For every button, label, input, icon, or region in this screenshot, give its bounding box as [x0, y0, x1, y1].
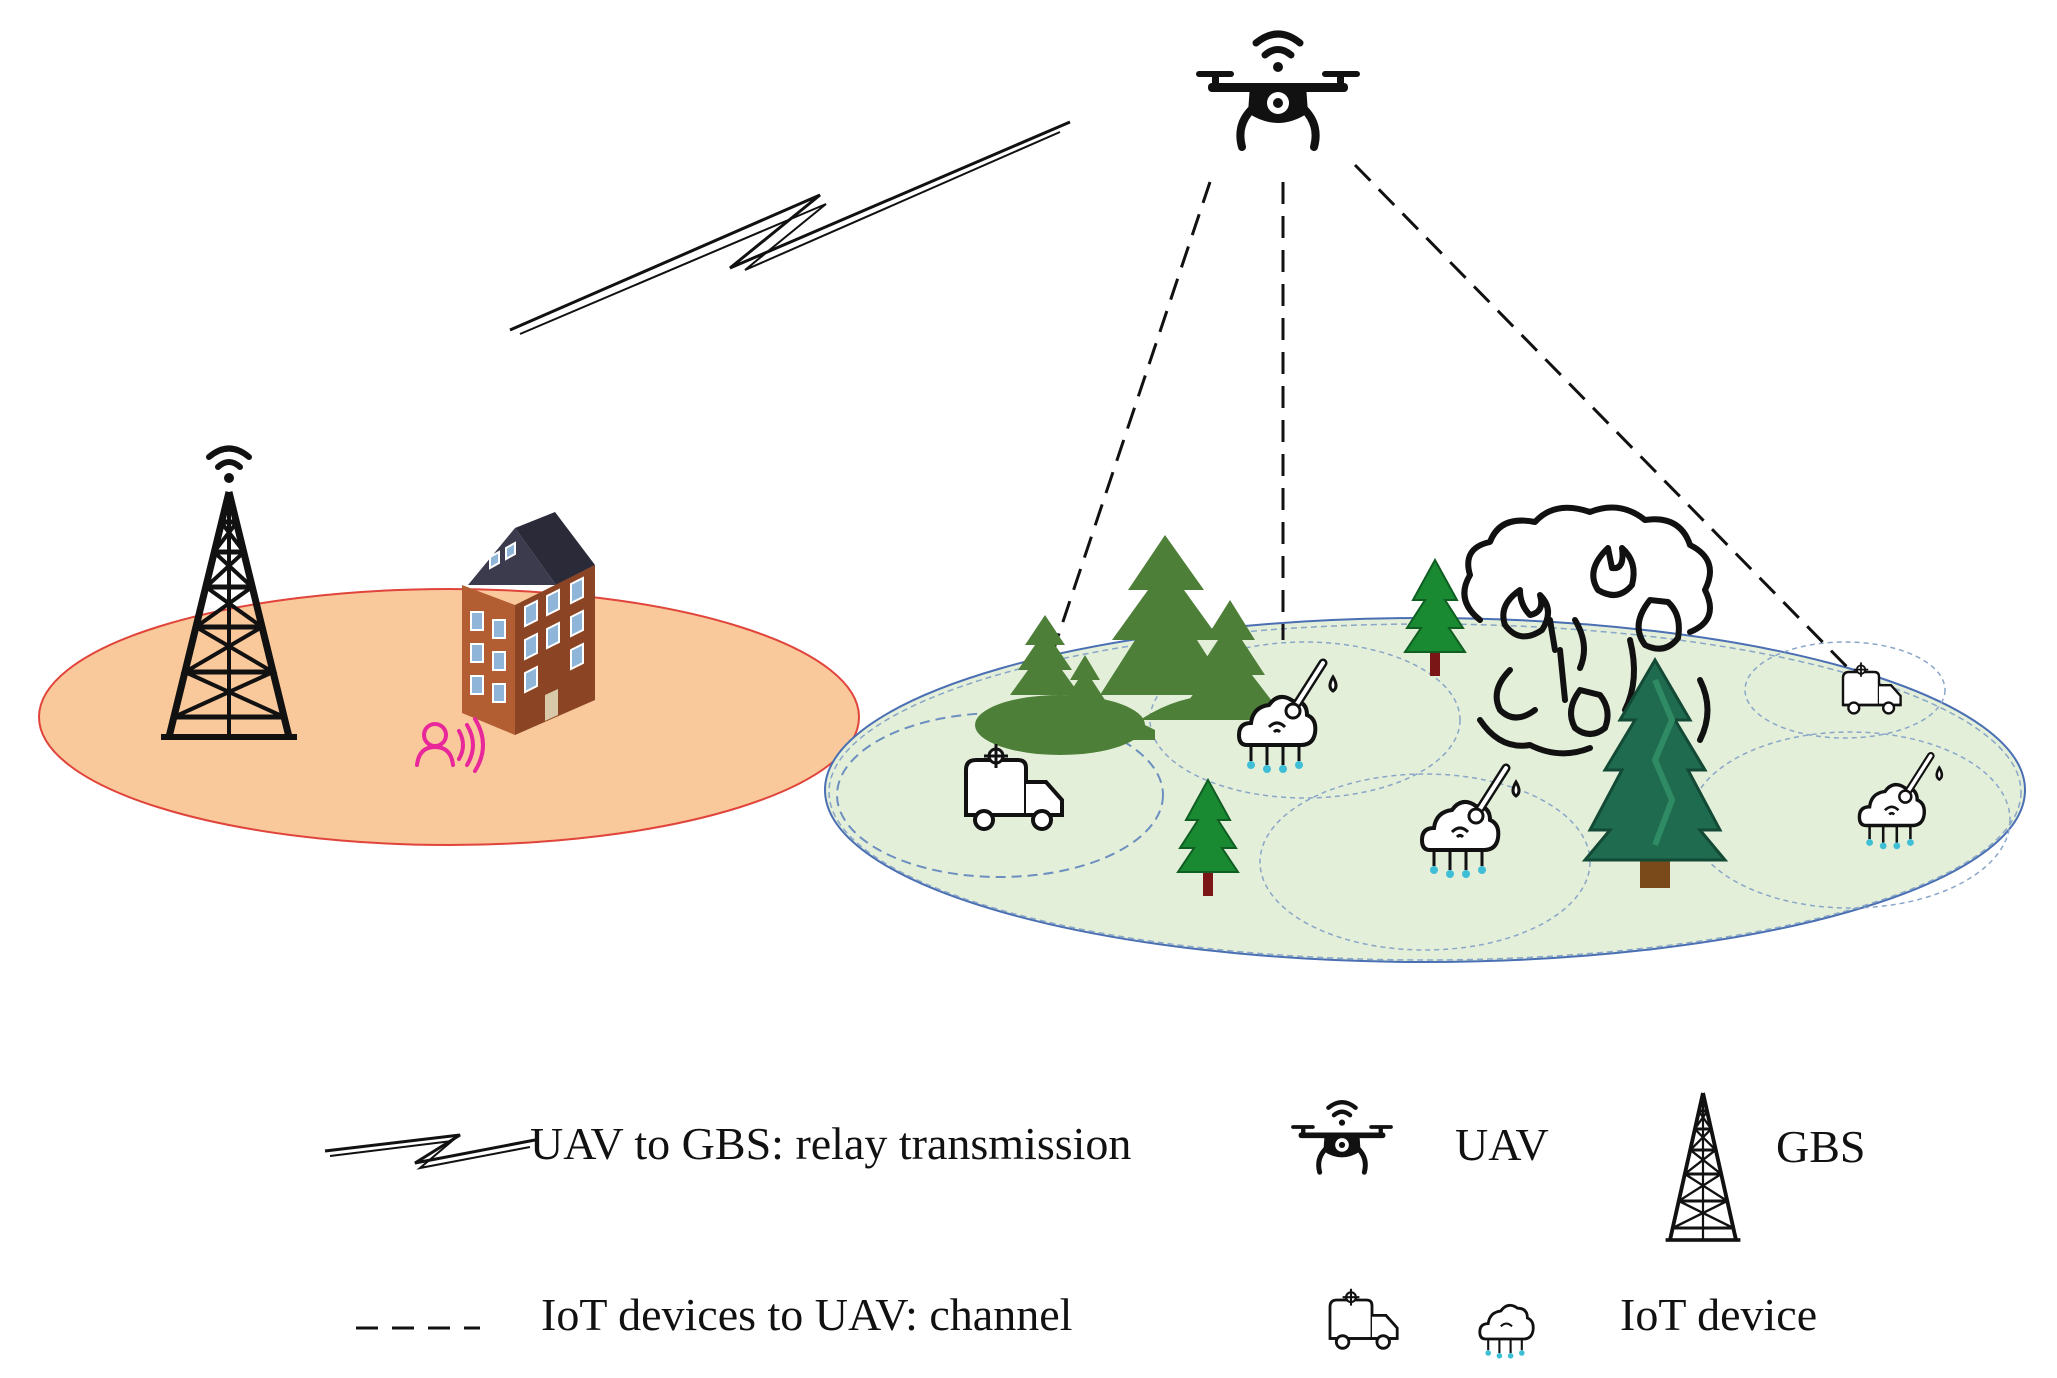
legend-channel-label: IoT devices to UAV: channel [541, 1289, 1072, 1340]
forest-icon [975, 535, 1275, 755]
relay-link-lightning [509, 120, 1071, 332]
legend-gbs-icon [1666, 1093, 1741, 1242]
pine-tree-icon [1581, 657, 1729, 888]
legend-lightning-inner [329, 1139, 531, 1170]
uav-icon [1196, 34, 1360, 147]
channel-line-far-truck [1353, 163, 1852, 672]
legend-gbs-label: GBS [1776, 1121, 1865, 1172]
legend-relay-label: UAV to GBS: relay transmission [530, 1118, 1131, 1169]
user-icon [415, 717, 485, 773]
building-icon [462, 512, 595, 735]
iot-cell [1149, 641, 1461, 799]
legend-iot-label: IoT device [1620, 1289, 1817, 1340]
legend-uav-icon [1291, 1102, 1393, 1172]
iot-cell [1259, 773, 1591, 951]
channel-line-truck [1003, 181, 1212, 796]
iot-cell [1744, 641, 1946, 739]
legend-uav-label: UAV [1455, 1119, 1549, 1170]
legend-truck-icon [1328, 1287, 1399, 1350]
gbs-coverage-area [38, 588, 860, 846]
legend-sensor-icon [1478, 1303, 1535, 1359]
legend-lightning-icon [324, 1133, 536, 1165]
gbs-tower-icon [161, 445, 297, 741]
legend: UAV to GBS: relay transmission UAV GBS I… [324, 1093, 1865, 1359]
relay-link-lightning-inner [519, 131, 1061, 335]
